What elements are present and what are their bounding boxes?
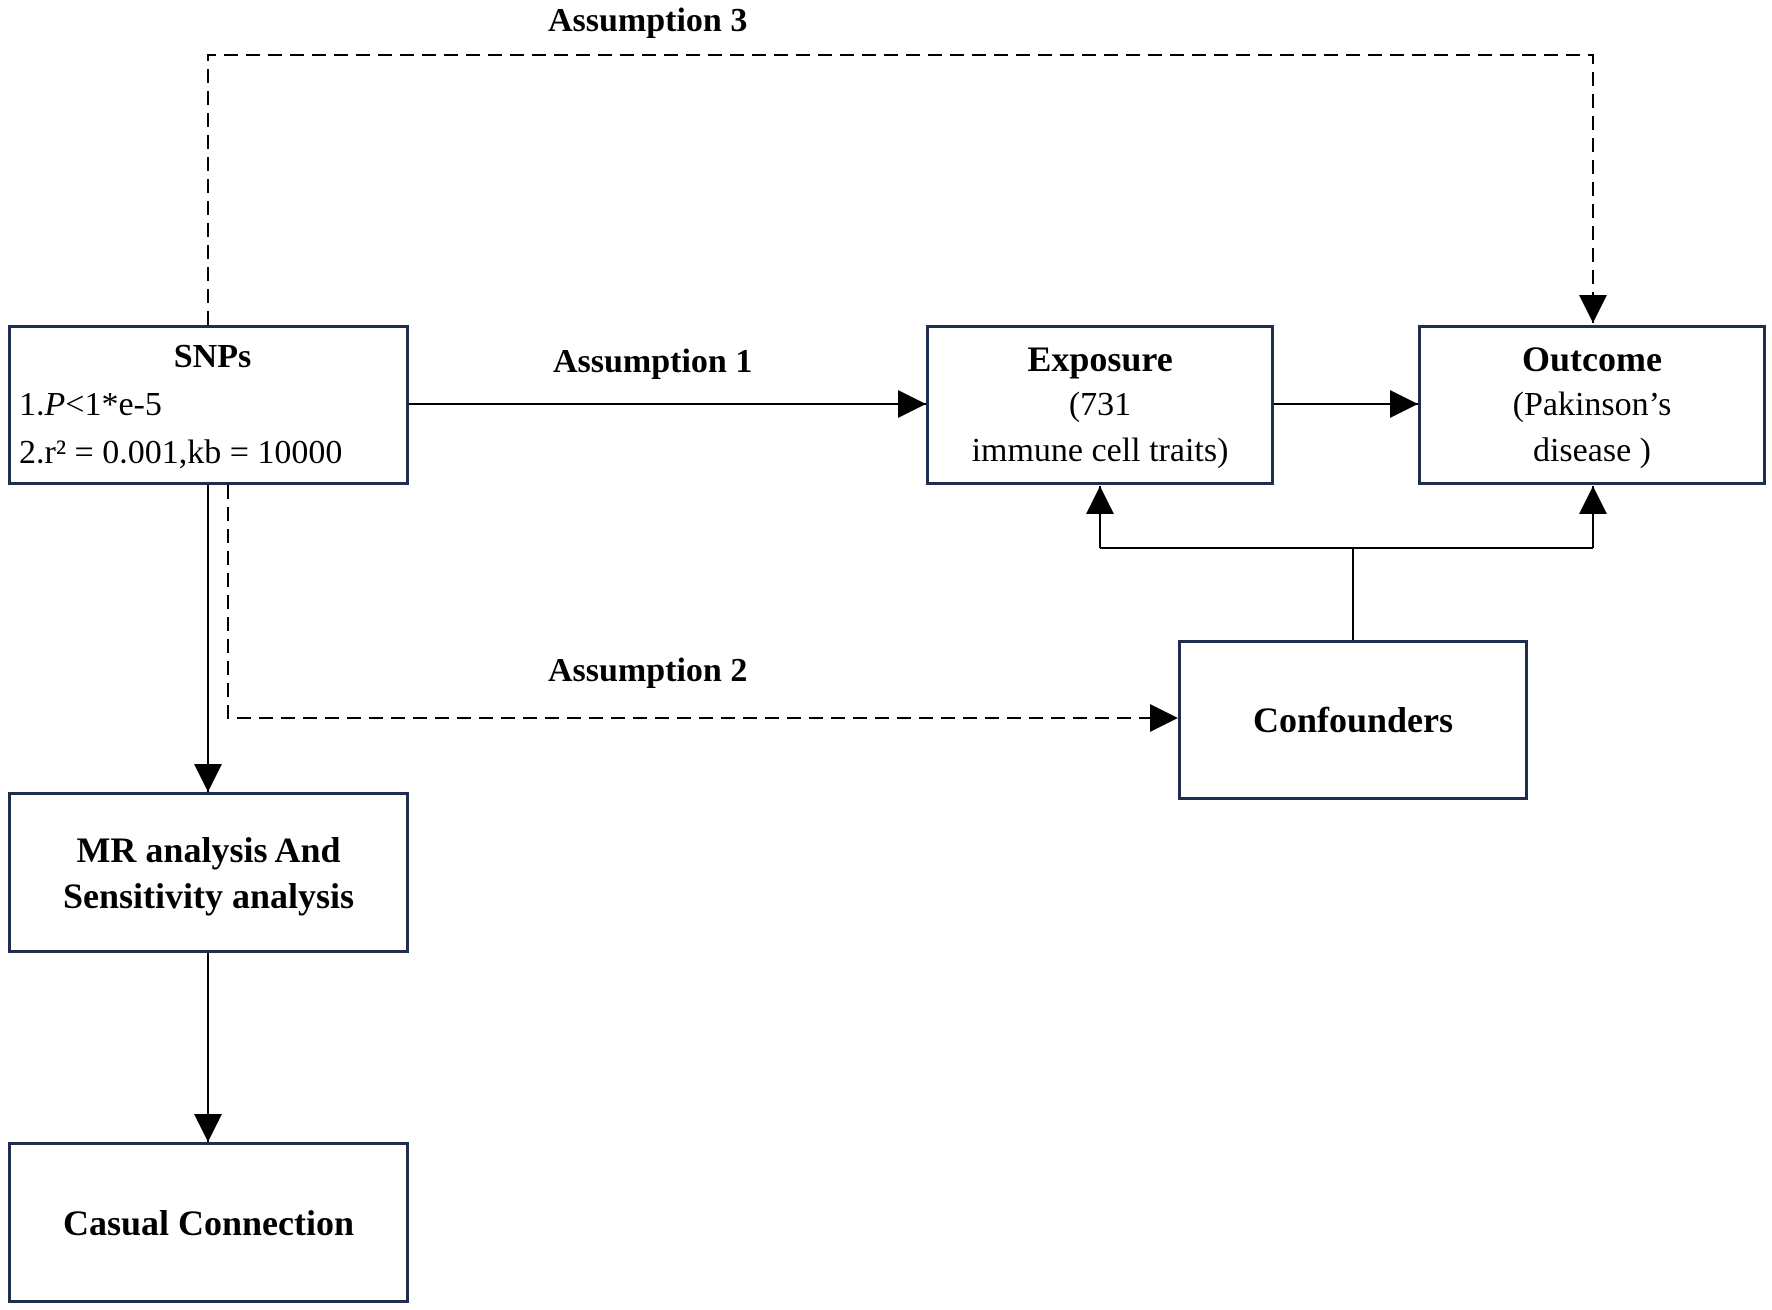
assumption3-connector bbox=[207, 54, 1607, 325]
outcome-box: Outcome (Pakinson’s disease ) bbox=[1418, 325, 1766, 485]
exposure-line2: immune cell traits) bbox=[971, 432, 1229, 469]
confounders-box: Confounders bbox=[1178, 640, 1528, 800]
mr-analysis-box: MR analysis And Sensitivity analysis bbox=[8, 792, 409, 953]
snps-criterion-p-symbol: P bbox=[44, 386, 66, 423]
snps-criterion-clumping: 2.r² = 0.001,kb = 10000 bbox=[19, 434, 343, 471]
assumption2-connector bbox=[227, 485, 1178, 732]
mr-analysis-line1: MR analysis And bbox=[76, 829, 341, 870]
exposure-box: Exposure (731 immune cell traits) bbox=[926, 325, 1274, 485]
snps-box: SNPs 1.P<1*e-5 2.r² = 0.001,kb = 10000 bbox=[8, 325, 409, 485]
outcome-line2: disease ) bbox=[1532, 432, 1651, 469]
snps-title: SNPs bbox=[173, 338, 252, 375]
causal-connection-box: Casual Connection bbox=[8, 1142, 409, 1303]
mr-analysis-line2: Sensitivity analysis bbox=[62, 875, 355, 916]
snps-criterion-threshold: <1*e-5 bbox=[65, 386, 162, 423]
snps-criterion-prefix: 1. bbox=[19, 386, 45, 423]
exposure-line1: (731 bbox=[1068, 386, 1132, 423]
outcome-line1: (Pakinson’s bbox=[1512, 386, 1672, 423]
confounders-title: Confounders bbox=[1252, 700, 1454, 740]
assumption2-label: Assumption 2 bbox=[548, 652, 748, 689]
assumption1-label: Assumption 1 bbox=[553, 343, 753, 380]
snps-criterion-p: 1.P<1*e-5 bbox=[19, 381, 162, 429]
exposure-title: Exposure bbox=[1027, 339, 1173, 379]
outcome-title: Outcome bbox=[1522, 339, 1662, 379]
assumption3-label: Assumption 3 bbox=[548, 2, 748, 39]
causal-connection-title: Casual Connection bbox=[62, 1202, 355, 1243]
